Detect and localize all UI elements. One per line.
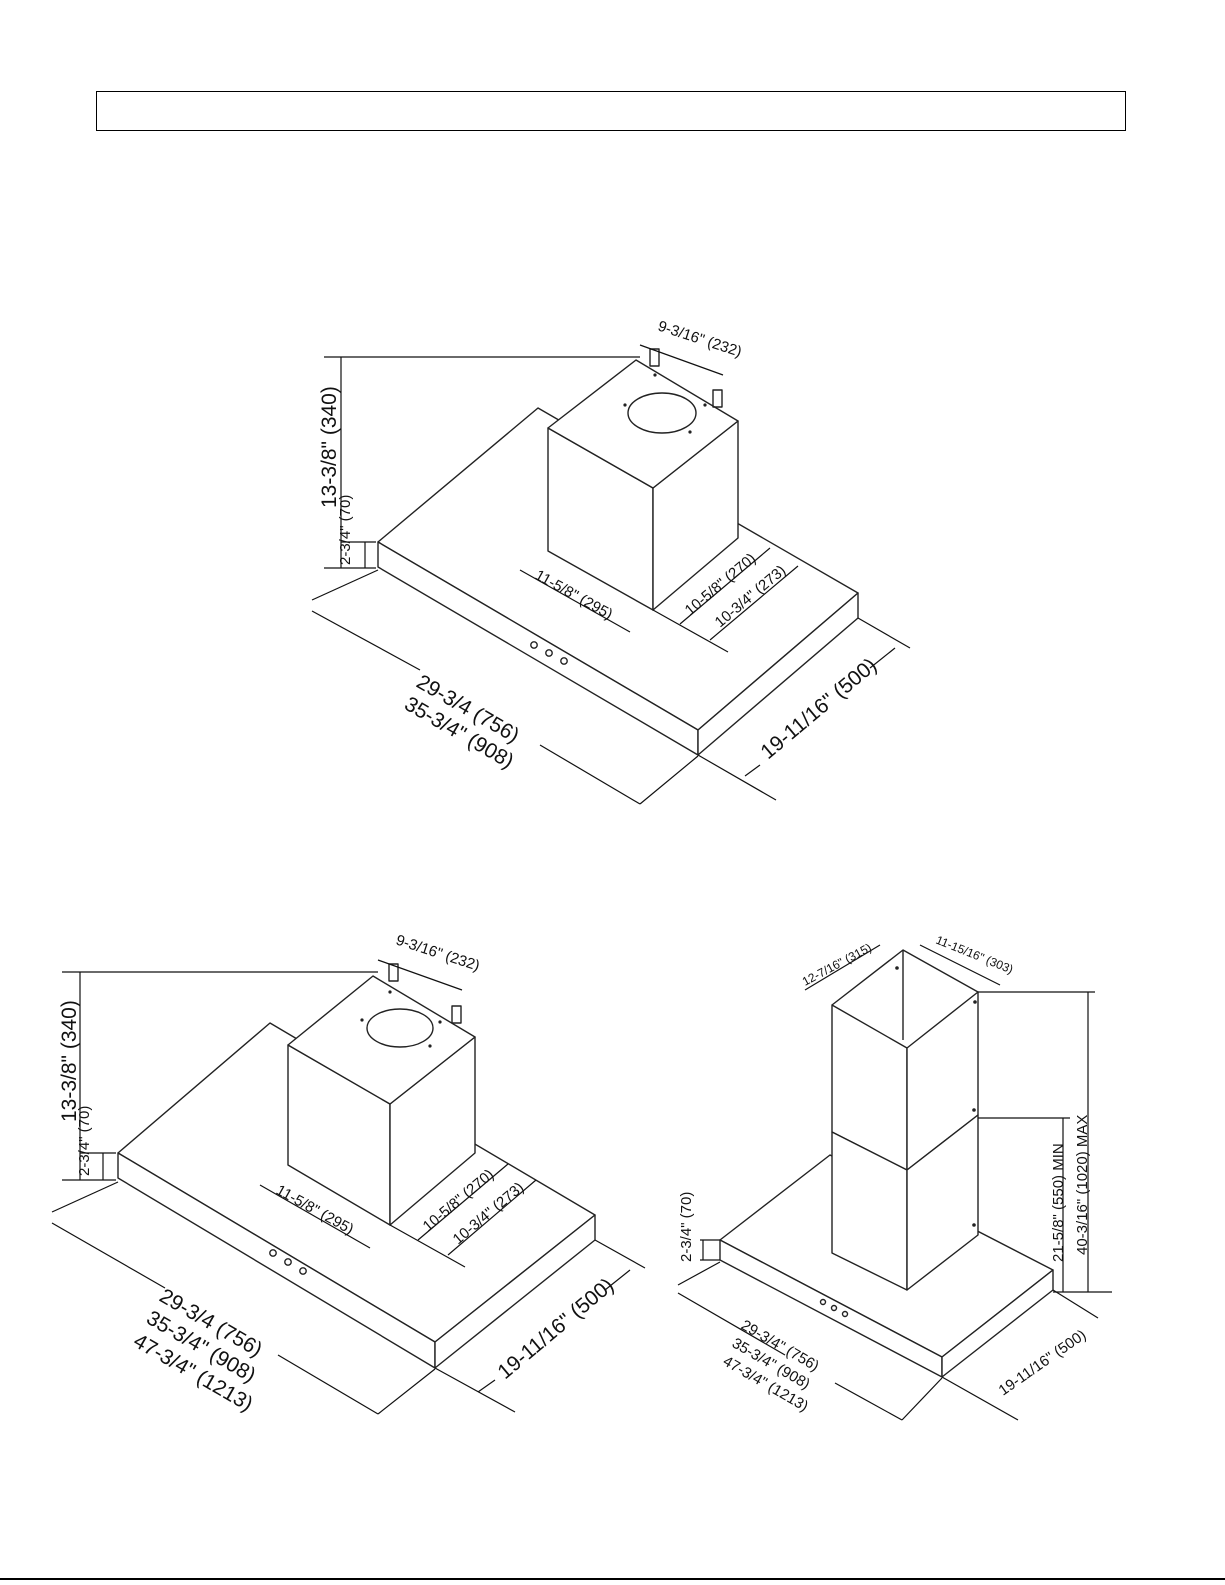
top-box-top-face (547, 359, 739, 489)
top-hood-drawing: 9-3/16" (232) 13-3/8" (340) 2-3/4" (70) … (311, 318, 911, 805)
top-control-buttons (530, 641, 568, 665)
br-label-max-height: 40-3/16" (1020) MAX (1074, 1115, 1091, 1255)
top-duct-collar (627, 392, 697, 434)
bottom-left-hood-drawing: 9-3/16" (232) 13-3/8" (340) 2-3/4" (70) … (51, 932, 646, 1416)
bl-bracket-left (388, 963, 399, 982)
bl-box-top-face (287, 975, 476, 1105)
header-box (96, 91, 1126, 131)
bl-bracket-right (451, 1005, 462, 1024)
br-label-chimney-depth: 11-15/16" (303) (934, 933, 1015, 977)
br-control-buttons (819, 1298, 849, 1318)
top-label-bracket-spacing: 9-3/16" (232) (656, 318, 744, 361)
bl-label-canopy-height: 2-3/4" (70) (76, 1106, 93, 1176)
br-label-min-height: 21-5/8" (550) MIN (1050, 1143, 1067, 1262)
top-label-canopy-height: 2-3/4" (70) (337, 495, 354, 565)
br-label-depth: 19-11/16" (500) (996, 1326, 1090, 1399)
top-bracket-right (712, 389, 723, 408)
br-label-canopy-height: 2-3/4" (70) (678, 1192, 695, 1262)
top-bracket-left (649, 348, 660, 367)
bl-label-bracket-spacing: 9-3/16" (232) (394, 932, 482, 975)
bottom-rule (0, 1578, 1225, 1580)
bl-duct-collar (366, 1008, 434, 1048)
br-chimney-lower-side (906, 1114, 979, 1291)
top-label-total-height: 13-3/8" (340) (318, 386, 341, 508)
bl-label-total-height: 13-3/8" (340) (58, 1000, 81, 1122)
bottom-right-chimney-drawing: 12-7/16" (315) 11-15/16" (303) 40-3/16" … (677, 933, 1112, 1421)
bl-control-buttons (269, 1249, 307, 1275)
